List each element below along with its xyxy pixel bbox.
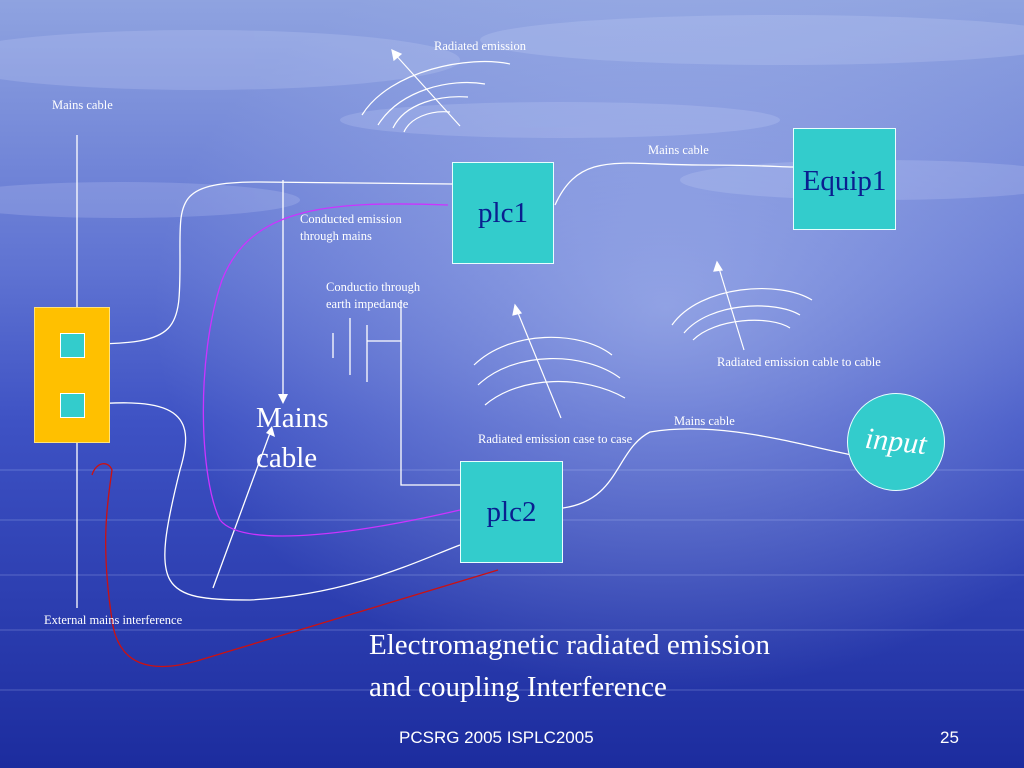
radiated-cable-symbol [671,260,813,351]
arrowhead-mains-up [266,426,275,437]
wire-socket-plc1 [85,181,453,345]
label-mains-cable-big: Mains cable [256,398,329,478]
mains-socket [34,307,110,443]
equip1-box: Equip1 [793,128,896,230]
wire-external-interference [91,463,499,668]
plc2-box: plc2 [460,461,563,563]
input-label: input [863,421,929,462]
arrow-mains-up [212,432,271,589]
page-number: 25 [940,728,959,747]
label-radiated-cable: Radiated emission cable to cable [717,355,881,369]
footer-text: PCSRG 2005 ISPLC2005 [399,728,594,747]
label-radiated-case: Radiated emission case to case [478,432,633,446]
slide-title-line1: Electromagnetic radiated emission [369,629,771,661]
input-box: input [847,393,945,491]
label-mains-cable-lower: Mains cable [674,414,735,428]
radiated-emission-top-symbol [361,48,511,133]
arrowhead-mains-down [278,394,288,404]
socket-outlet-bottom [60,393,85,418]
plc2-label: plc2 [486,496,537,528]
earth-wire [400,300,460,486]
socket-outlet-top [60,333,85,358]
wire-socket-plc2 [85,402,461,601]
label-external: External mains interference [44,613,183,627]
label-radiated-top: Radiated emission [434,39,526,53]
slide-title: Electromagnetic radiated emission and co… [369,624,889,708]
label-conducted-line1: Conducted emission [300,212,402,226]
label-conductio: Conductio through earth impedance [326,279,420,313]
label-mains-cable-right: Mains cable [648,143,709,157]
wire-plc2-input [562,428,853,509]
plc1-box: plc1 [452,162,554,264]
label-conducted: Conducted emission through mains [300,211,402,245]
slide-title-line2: and coupling Interference [369,671,667,703]
label-conducted-line2: through mains [300,229,372,243]
label-mains-cable-left: Mains cable [52,98,113,112]
plc1-label: plc1 [478,197,528,229]
radiated-case-symbol [473,303,626,419]
label-mains-big-line2: cable [256,442,318,474]
wire-plc1-equip1 [554,162,794,206]
equip1-label: Equip1 [802,165,887,197]
label-mains-big-line1: Mains [256,402,329,434]
label-conductio-line1: Conductio through [326,280,421,294]
label-conductio-line2: earth impedance [326,297,409,311]
wire-conducted-emission [202,203,461,537]
